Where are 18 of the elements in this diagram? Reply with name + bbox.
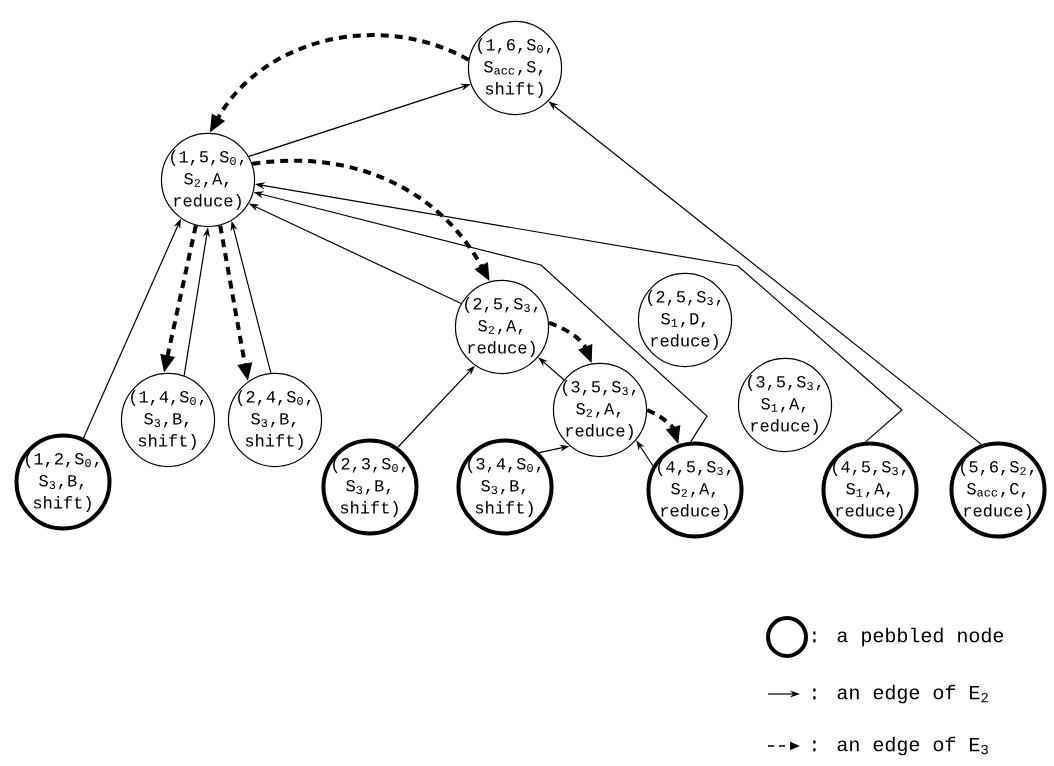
state-node: (3,5,S$_{3}$, S$_{2}$,A, reduce) — [552, 362, 648, 458]
state-node: (2,5,S$_{3}$, S$_{1}$,D, reduce) — [637, 272, 733, 368]
pebbled-node: (4,5,S$_{3}$, S$_{1}$,A, reduce) — [821, 441, 919, 539]
arrow — [538, 357, 565, 381]
legend-text: : an edge of E$_{3}$ — [813, 736, 988, 756]
state-node: (1,4,S$_{0}$, S$_{3}$,B, shift) — [120, 372, 216, 468]
state-node: (2,5,S$_{3}$, S$_{2}$,A, reduce) — [454, 279, 550, 375]
pebbled-node: (3,4,S$_{0}$, S$_{3}$,B, shift) — [456, 438, 554, 536]
legend-text: : a pebbled node — [813, 627, 1004, 647]
pebbled-node: (2,3,S$_{0}$, S$_{3}$,B, shift) — [321, 438, 419, 536]
state-node: (1,5,S$_{0}$, S$_{2}$,A, reduce) — [160, 132, 256, 228]
pebbled-node: (1,2,S$_{0}$, S$_{3}$,B, shift) — [14, 433, 112, 531]
pebbled-node: (4,5,S$_{3}$, S$_{2}$,A, reduce) — [646, 441, 744, 539]
state-node: (3,5,S$_{3}$, S$_{1}$,A, reduce) — [737, 357, 833, 453]
state-node: (1,6,S$_{0}$, S$_{acc}$,S, shift) — [467, 20, 563, 116]
state-node: (2,4,S$_{0}$, S$_{3}$,B, shift) — [227, 372, 323, 468]
legend-text: : an edge of E$_{2}$ — [813, 684, 988, 704]
pebbled-node: (5,6,S$_{2}$, S$_{acc}$,C, reduce) — [949, 441, 1047, 539]
